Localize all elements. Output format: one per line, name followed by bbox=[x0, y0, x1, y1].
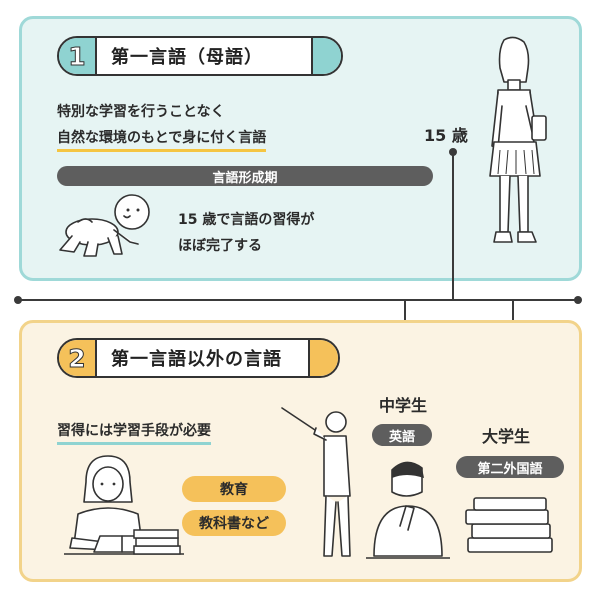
standing-student-icon bbox=[489, 36, 547, 243]
section2-subtitle: 習得には学習手段が必要 bbox=[57, 420, 211, 445]
second-foreign-language-tag: 第二外国語 bbox=[456, 456, 564, 478]
age-15-marker bbox=[449, 148, 457, 156]
crawling-baby-icon bbox=[59, 194, 150, 257]
section1-title-pill: 1 第一言語（母語） bbox=[57, 36, 343, 76]
section2-title-pill: 2 第一言語以外の言語 bbox=[57, 338, 340, 378]
timeline-end-dot bbox=[574, 296, 582, 304]
english-tag: 英語 bbox=[372, 424, 432, 446]
tag-textbooks: 教科書など bbox=[182, 510, 286, 536]
tag-education: 教育 bbox=[182, 476, 286, 502]
book-stack-large-icon bbox=[465, 497, 553, 553]
section2-title: 第一言語以外の言語 bbox=[111, 349, 282, 370]
section1-desc1: 15 歳で言語の習得が bbox=[178, 212, 315, 228]
section2-number: 2 bbox=[59, 340, 97, 376]
timeline-start-dot bbox=[14, 296, 22, 304]
age-15-label: 15 歳 bbox=[424, 126, 468, 145]
book-stack-small-icon bbox=[133, 529, 181, 555]
thinking-student-icon bbox=[366, 461, 450, 559]
middle-school-label: 中学生 bbox=[379, 396, 428, 415]
language-formation-period-bar: 言語形成期 bbox=[57, 166, 433, 186]
university-label: 大学生 bbox=[482, 427, 531, 446]
pill-end-cap bbox=[308, 340, 338, 376]
section1-line2: 自然な環境のもとで身に付く言語 bbox=[57, 127, 267, 152]
section1-number: 1 bbox=[59, 38, 97, 74]
teacher-pointer-icon bbox=[281, 407, 351, 557]
section1-title: 第一言語（母語） bbox=[111, 47, 263, 68]
section1-line1: 特別な学習を行うことなく bbox=[57, 104, 225, 120]
pill-end-cap bbox=[311, 38, 341, 74]
studying-girl-icon bbox=[64, 455, 184, 555]
section1-desc2: ほぼ完了する bbox=[178, 238, 262, 254]
